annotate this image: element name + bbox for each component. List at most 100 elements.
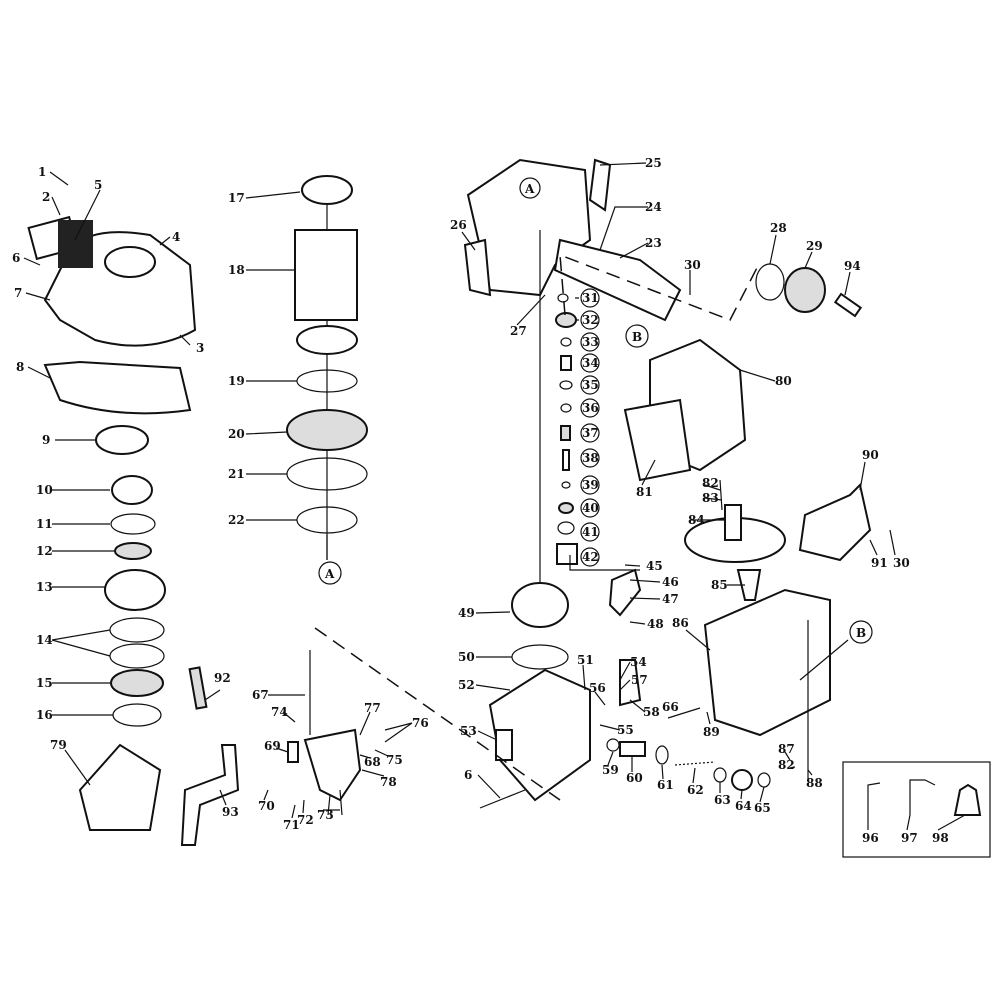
label-49: 49 <box>458 606 475 620</box>
label-54: 54 <box>630 655 647 669</box>
label-53: 53 <box>460 724 477 738</box>
label-13: 13 <box>36 580 53 594</box>
label-30b: 30 <box>893 556 910 570</box>
label-57: 57 <box>631 673 648 687</box>
label-17: 17 <box>228 191 245 205</box>
label-92: 92 <box>214 671 231 685</box>
label-38: 38 <box>582 451 599 465</box>
label-5: 5 <box>94 178 102 192</box>
label-2: 2 <box>42 190 50 204</box>
label-86: 86 <box>672 616 689 630</box>
label-48: 48 <box>647 617 664 631</box>
label-52: 52 <box>458 678 475 692</box>
label-16: 16 <box>36 708 53 722</box>
label-26: 26 <box>450 218 467 232</box>
label-8: 8 <box>16 360 24 374</box>
label-70: 70 <box>258 799 275 813</box>
label-55: 55 <box>617 723 634 737</box>
label-4: 4 <box>172 230 180 244</box>
label-61: 61 <box>657 778 674 792</box>
label-18: 18 <box>228 263 245 277</box>
label-84: 84 <box>688 513 705 527</box>
label-28: 28 <box>770 221 787 235</box>
cap-assembly <box>27 215 240 846</box>
label-6b: 6 <box>464 768 472 782</box>
label-45: 45 <box>646 559 663 573</box>
label-46: 46 <box>662 575 679 589</box>
label-89: 89 <box>703 725 720 739</box>
label-79: 79 <box>50 738 67 752</box>
label-B-top: B <box>632 330 642 344</box>
label-3: 3 <box>196 341 204 355</box>
label-67: 67 <box>252 688 269 702</box>
label-23: 23 <box>645 236 662 250</box>
label-42: 42 <box>582 550 599 564</box>
label-30: 30 <box>684 258 701 272</box>
main-body <box>463 158 682 809</box>
label-50: 50 <box>458 650 475 664</box>
label-32: 32 <box>582 313 599 327</box>
label-B-right: B <box>856 626 866 640</box>
label-83: 83 <box>702 491 719 505</box>
label-56: 56 <box>589 681 606 695</box>
label-76: 76 <box>412 716 429 730</box>
label-21: 21 <box>228 467 245 481</box>
label-78: 78 <box>380 775 397 789</box>
label-19: 19 <box>228 374 245 388</box>
label-69: 69 <box>264 739 281 753</box>
label-15: 15 <box>36 676 53 690</box>
accessory-box <box>842 761 991 858</box>
label-20: 20 <box>228 427 245 441</box>
label-33: 33 <box>582 335 599 349</box>
label-37: 37 <box>582 426 599 440</box>
label-40: 40 <box>582 501 599 515</box>
part-labels: 1 2 5 4 6 7 3 8 9 10 11 12 13 14 15 16 7… <box>12 156 949 845</box>
label-9: 9 <box>42 433 50 447</box>
trigger-assembly <box>287 650 362 816</box>
label-31: 31 <box>582 291 599 305</box>
label-A-bottom: A <box>324 567 335 581</box>
piston-cylinder <box>286 175 368 560</box>
label-60: 60 <box>626 771 643 785</box>
label-93: 93 <box>222 805 239 819</box>
right-parts <box>606 263 872 791</box>
label-22: 22 <box>228 513 245 527</box>
label-72: 72 <box>297 813 314 827</box>
label-29: 29 <box>806 239 823 253</box>
label-34: 34 <box>582 356 599 370</box>
label-7: 7 <box>14 286 22 300</box>
label-39: 39 <box>582 478 599 492</box>
label-11: 11 <box>36 517 53 531</box>
label-82: 82 <box>702 476 719 490</box>
label-91: 91 <box>871 556 888 570</box>
label-63: 63 <box>714 793 731 807</box>
leader-lines <box>23 162 966 831</box>
label-47: 47 <box>662 592 679 606</box>
label-97: 97 <box>901 831 918 845</box>
label-A-top: A <box>524 182 535 196</box>
circled-labels: A A B B 31 32 33 34 35 36 37 38 39 40 41… <box>318 177 873 644</box>
label-96: 96 <box>862 831 879 845</box>
label-73: 73 <box>317 808 334 822</box>
label-71: 71 <box>283 818 300 832</box>
label-77: 77 <box>364 701 381 715</box>
label-66: 66 <box>662 700 679 714</box>
label-81: 81 <box>636 485 653 499</box>
label-41: 41 <box>582 525 599 539</box>
label-80: 80 <box>775 374 792 388</box>
label-51: 51 <box>577 653 594 667</box>
label-58: 58 <box>643 705 660 719</box>
label-35: 35 <box>582 378 599 392</box>
label-87: 87 <box>778 742 795 756</box>
label-94: 94 <box>844 259 861 273</box>
label-1: 1 <box>38 165 46 179</box>
label-98: 98 <box>932 831 949 845</box>
label-25: 25 <box>645 156 662 170</box>
label-64: 64 <box>735 799 752 813</box>
label-85: 85 <box>711 578 728 592</box>
valve-stack <box>555 293 578 565</box>
label-24: 24 <box>645 200 662 214</box>
label-62: 62 <box>687 783 704 797</box>
